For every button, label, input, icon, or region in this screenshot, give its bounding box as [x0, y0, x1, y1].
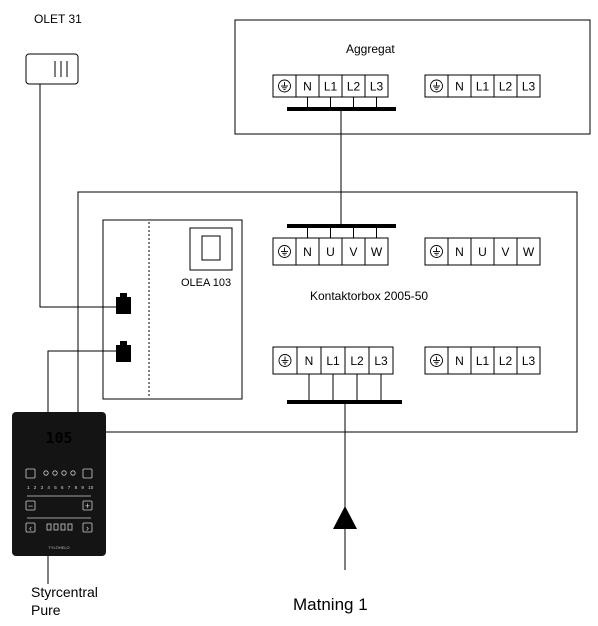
terminal-label: L1 [324, 80, 338, 94]
earth-icon [430, 354, 443, 367]
kontaktor-bottom-terminal-block-1: N L1 L2 L3 [272, 346, 394, 400]
terminal-label: W [523, 245, 535, 259]
terminal-label: L1 [476, 80, 490, 94]
terminal-label: L2 [499, 80, 513, 94]
terminal-label: N [455, 245, 464, 259]
terminal-label: N [303, 80, 312, 94]
kontaktor-bottom-bus-bar [287, 400, 402, 404]
olea-connector-2-icon [116, 341, 131, 362]
terminal-label: L1 [326, 354, 340, 368]
aggregat-label: Aggregat [346, 42, 395, 56]
earth-icon [278, 79, 291, 93]
terminal-label: L2 [347, 80, 361, 94]
feed-arrow-icon [333, 506, 357, 529]
olea-connector-1-icon [116, 293, 131, 314]
terminal-cell [516, 346, 541, 375]
kontaktorbox-label: Kontaktorbox 2005-50 [310, 289, 428, 303]
terminal-label: N [303, 245, 312, 259]
scale-number: 6 [61, 485, 64, 490]
styrcentral-label-line2: Pure [31, 602, 61, 618]
scale-number: 10 [88, 485, 94, 490]
terminal-label: L1 [476, 354, 490, 368]
left-label: ‹ [29, 523, 32, 533]
scale-number: 8 [75, 485, 78, 490]
terminal-label: V [501, 245, 509, 259]
mode-button[interactable] [82, 468, 93, 479]
terminal-cell [516, 237, 541, 266]
olet-sensor [25, 53, 79, 85]
plus-button[interactable] [82, 500, 93, 511]
right-label: › [86, 523, 89, 533]
terminal-label: L3 [522, 354, 536, 368]
aggregat-terminal-block-2: N L1 L2 L3 [424, 74, 541, 98]
terminal-label: V [349, 245, 357, 259]
terminal-label: N [305, 354, 314, 368]
terminal-cell [516, 74, 541, 98]
plus-label: + [85, 501, 90, 511]
brand-logo: TYLÖHELO [48, 545, 69, 550]
right-button[interactable] [82, 522, 93, 533]
kontaktor-bottom-terminal-block-2: N L1 L2 L3 [424, 346, 541, 375]
olea-board [102, 219, 243, 400]
terminal-label: N [455, 80, 464, 94]
terminal-cell [368, 346, 394, 375]
scale-number: 1 [27, 485, 30, 490]
minus-label: − [28, 501, 33, 511]
display-value: 105 [45, 429, 72, 447]
scale-number: 9 [81, 485, 84, 490]
terminal-label: N [455, 354, 464, 368]
scale-number: 5 [54, 485, 57, 490]
scale-number: 2 [34, 485, 37, 490]
terminal-label: L2 [350, 354, 364, 368]
earth-icon [430, 245, 443, 258]
matning-label: Matning 1 [293, 595, 368, 614]
earth-icon [430, 79, 443, 93]
power-button[interactable] [25, 468, 36, 479]
terminal-label: L3 [374, 354, 388, 368]
olea-label: OLEA 103 [181, 277, 231, 289]
terminal-cell [296, 346, 322, 375]
scale-number: 4 [47, 485, 50, 490]
terminal-label: L3 [370, 80, 384, 94]
aggregat-terminal-block-1: N L1 L2 L3 [272, 74, 389, 107]
terminal-label: U [326, 245, 335, 259]
terminal-label: W [371, 245, 383, 259]
scale-number: 3 [41, 485, 44, 490]
olet-label: OLET 31 [34, 12, 82, 26]
earth-icon [278, 354, 292, 367]
earth-icon [278, 245, 291, 258]
kontaktor-top-bus-bar [287, 224, 396, 228]
terminal-cell [344, 346, 370, 375]
terminal-label: U [478, 245, 487, 259]
olea-component [189, 227, 233, 271]
minus-button[interactable] [25, 500, 36, 511]
scale-number: 7 [68, 485, 71, 490]
styrcentral-label-line1: Styrcentral [31, 584, 98, 600]
aggregat-box [234, 19, 591, 135]
terminal-label: L3 [522, 80, 536, 94]
aggregat-bus-bar [287, 107, 396, 111]
left-button[interactable] [25, 522, 36, 533]
terminal-label: L2 [499, 354, 513, 368]
